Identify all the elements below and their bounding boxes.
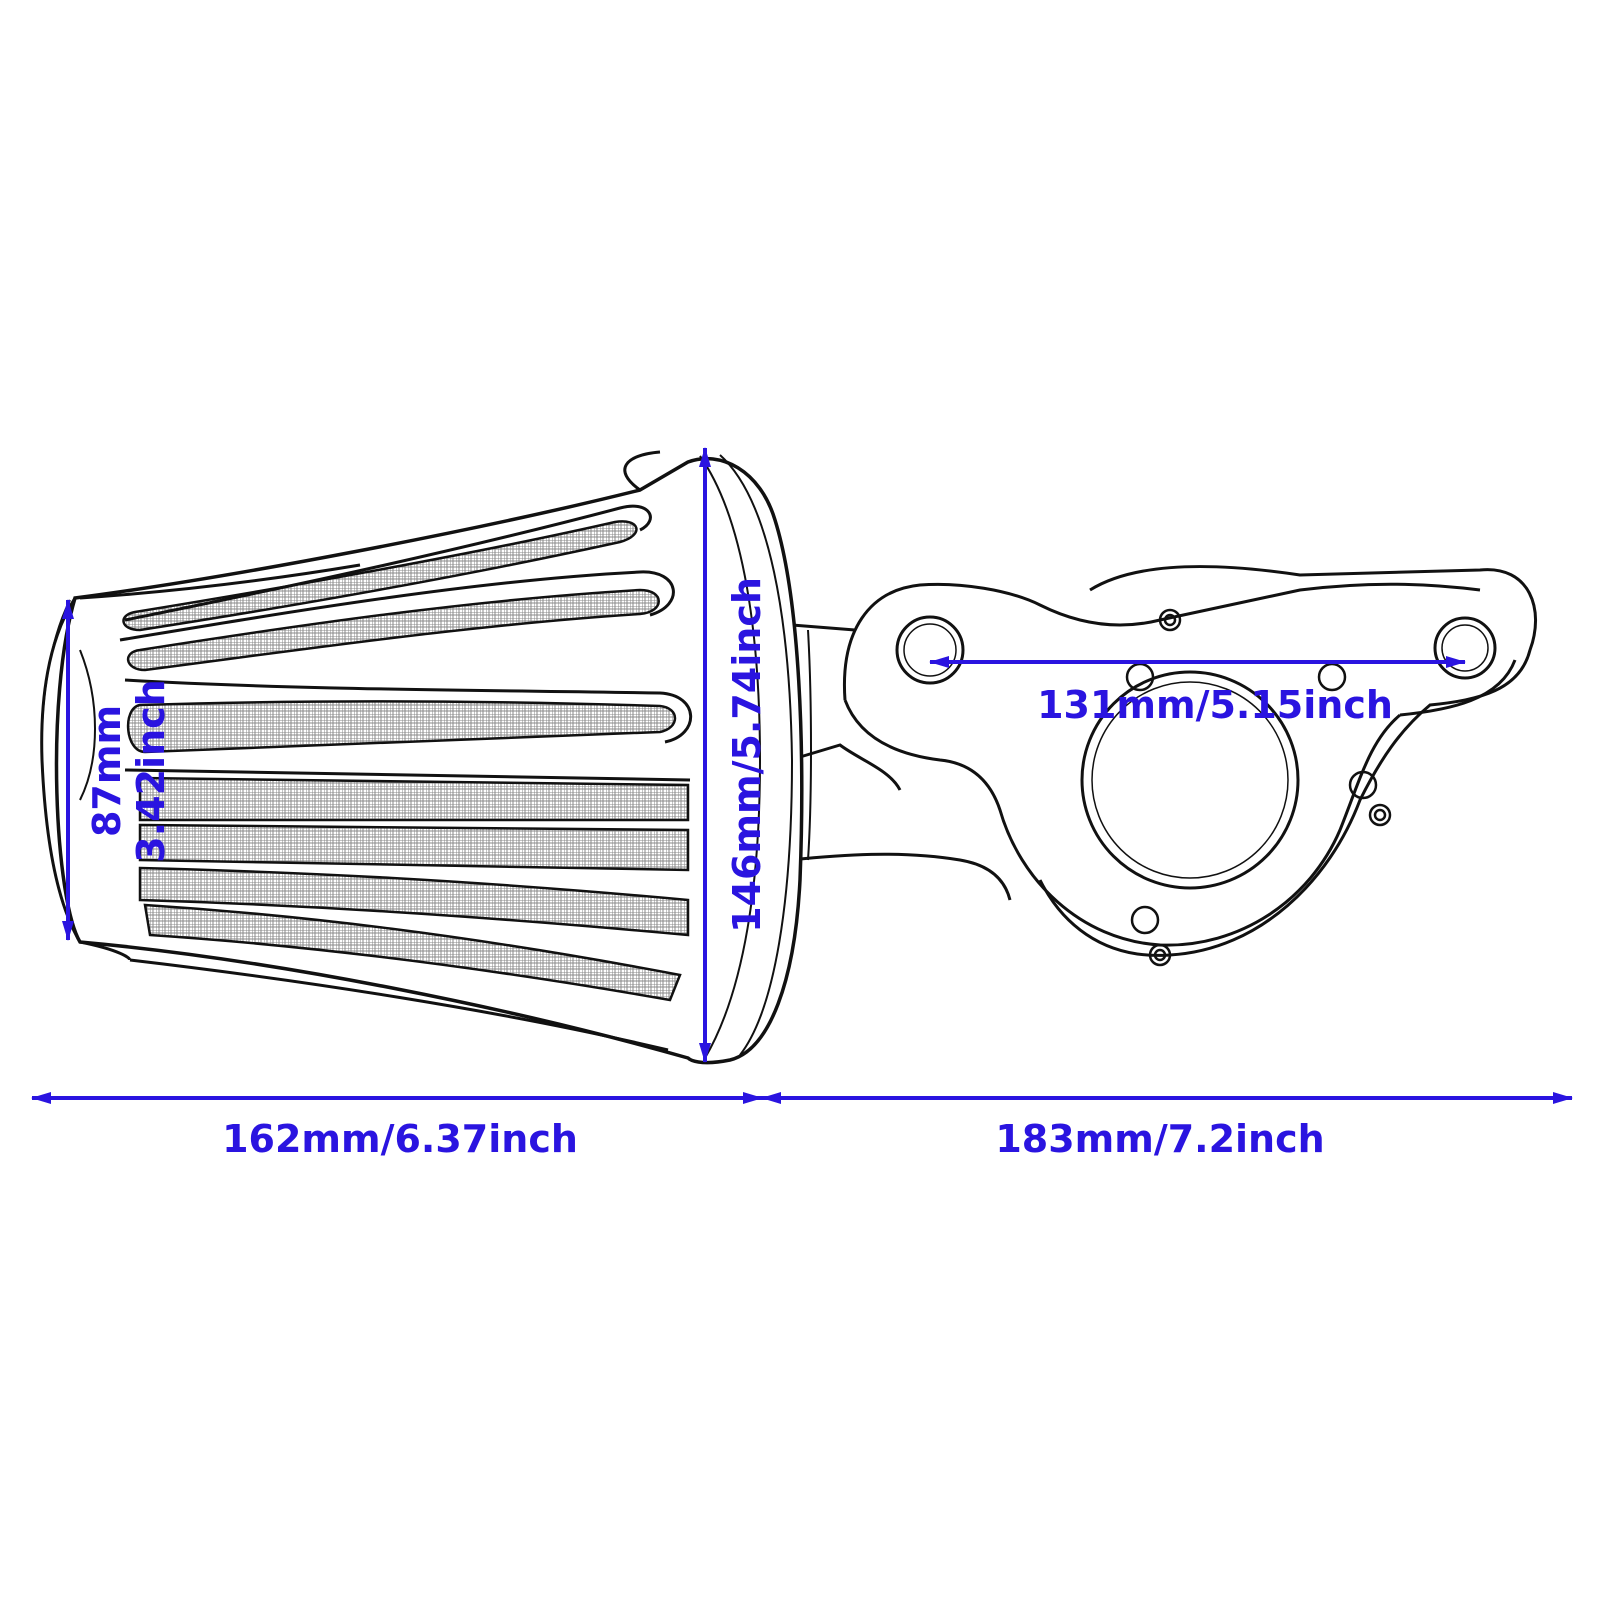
label-small-end-mm: 87mm [85,705,129,837]
label-small-end-inch: 3.42inch [129,679,173,862]
mounting-bracket [842,565,1538,967]
bolt-holes [1125,608,1392,967]
cone-filter [40,450,804,1065]
dimension-labels: 87mm 3.42inch 146mm/5.74inch 131mm/5.15i… [85,577,1393,1161]
bracket-left-hole [895,615,965,685]
dimension-lines [31,447,1573,1104]
bracket-center-hole [1080,670,1300,890]
label-bracket-length: 183mm/7.2inch [995,1117,1324,1161]
bracket-front-plate [842,582,1481,701]
label-large-end: 146mm/5.74inch [725,577,769,933]
filter-fins [79,504,693,1052]
label-hole-spacing: 131mm/5.15inch [1037,683,1393,727]
filter-neck [789,623,1012,901]
filter-mesh [122,520,690,1002]
label-filter-length: 162mm/6.37inch [222,1117,578,1161]
bracket-right-hole [1433,616,1497,680]
